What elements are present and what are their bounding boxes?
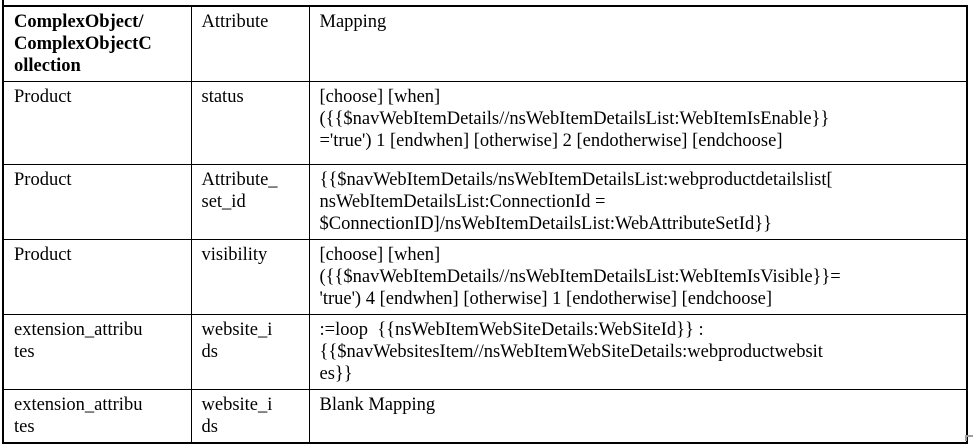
- table-header-row: ComplexObject/ ComplexObjectC ollection …: [2, 5, 968, 82]
- cell-attribute: website_i ds: [190, 314, 310, 390]
- cell-object: Product: [2, 81, 192, 165]
- table-resize-handle[interactable]: [965, 435, 973, 441]
- cell-mapping: [choose] [when] ({{$navWebItemDetails//n…: [308, 81, 968, 165]
- cell-attribute: Attribute_ set_id: [190, 164, 310, 240]
- cell-object: Product: [2, 164, 192, 240]
- cell-attribute: visibility: [190, 239, 310, 315]
- table-row: Product Attribute_ set_id {{$navWebItemD…: [2, 164, 968, 240]
- table-row: extension_attribu tes website_i ds Blank…: [2, 389, 968, 444]
- table-row: Product visibility [choose] [when] ({{$n…: [2, 239, 968, 315]
- cell-object: extension_attribu tes: [2, 389, 192, 444]
- cell-mapping: Blank Mapping: [308, 389, 968, 444]
- table-row: Product status [choose] [when] ({{$navWe…: [2, 81, 968, 165]
- col-header-mapping: Mapping: [308, 5, 968, 82]
- col-header-complexobject: ComplexObject/ ComplexObjectC ollection: [2, 5, 192, 82]
- cell-mapping: {{$navWebItemDetails/nsWebItemDetailsLis…: [308, 164, 968, 240]
- cell-attribute: website_i ds: [190, 389, 310, 444]
- table-row: extension_attribu tes website_i ds :=loo…: [2, 314, 968, 390]
- cell-mapping: :=loop {{nsWebItemWebSiteDetails:WebSite…: [308, 314, 968, 390]
- cell-attribute: status: [190, 81, 310, 165]
- mapping-table: ComplexObject/ ComplexObjectC ollection …: [2, 5, 968, 444]
- cell-object: extension_attribu tes: [2, 314, 192, 390]
- table-border-tail-artifact: [2, 0, 4, 6]
- cell-object: Product: [2, 239, 192, 315]
- col-header-attribute: Attribute: [190, 5, 310, 82]
- cell-mapping: [choose] [when] ({{$navWebItemDetails//n…: [308, 239, 968, 315]
